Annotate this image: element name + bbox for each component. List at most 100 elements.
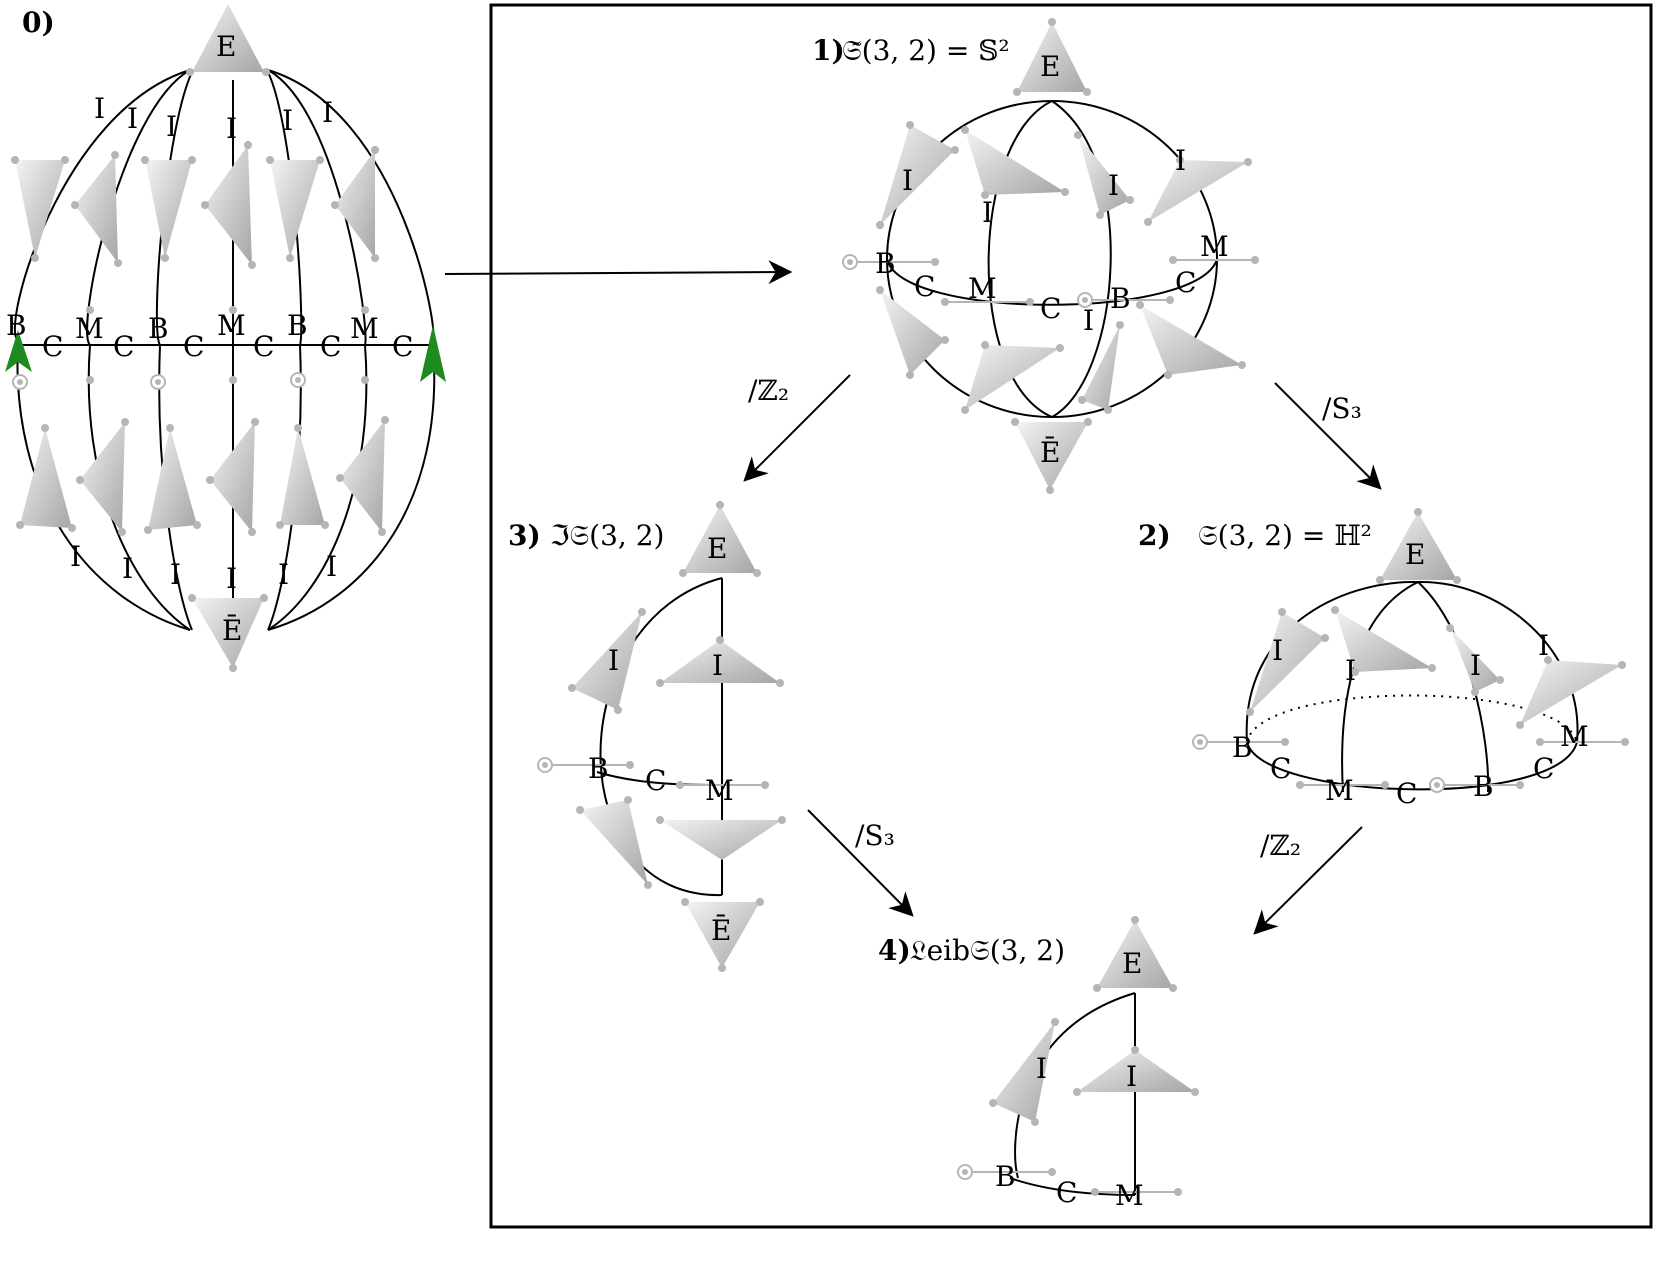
vertex-label-I: I: [1470, 649, 1481, 682]
meridian-curve: [86, 69, 191, 631]
vertex-label-C: C: [183, 330, 204, 363]
vertex-label-B: B: [995, 1160, 1016, 1193]
hemisphere-meridian: [1341, 581, 1419, 793]
panel-2-label: 2): [1138, 519, 1171, 552]
hemisphere-front-rim: [1246, 741, 1578, 791]
vertex-label-B: B: [588, 752, 609, 785]
vertex-label-I: I: [1036, 1052, 1047, 1085]
arrow-3-to-4: [807, 809, 914, 917]
vertex-label-I: I: [712, 649, 723, 682]
vertex-label-I: I: [166, 110, 177, 143]
vertex-label-M: M: [1115, 1179, 1144, 1212]
vertex-label-I: I: [608, 644, 619, 677]
arrow-1-to-2: [1274, 382, 1382, 490]
vertex-label-B: B: [6, 309, 27, 342]
vertex-label-E: E: [1040, 50, 1060, 83]
panel-1-label: 1): [812, 34, 845, 67]
vertex-label-I: I: [982, 196, 993, 229]
vertex-label-I: I: [170, 558, 181, 591]
vertex-label-C: C: [253, 330, 274, 363]
panel-1-formula: 𝔖̃(3, 2) = 𝕊²: [842, 34, 1010, 67]
panel-1: 1) 𝔖̃(3, 2) = 𝕊² E Ē I I I I B C: [812, 18, 1259, 494]
arrow-2-to-4: [1253, 826, 1363, 935]
vertex-label-M: M: [1200, 230, 1229, 263]
panel-3-label: 3): [508, 519, 541, 552]
vertex-label-Ebar: Ē: [711, 914, 731, 947]
vertex-label-M: M: [217, 309, 246, 342]
vertex-label-I: I: [1175, 144, 1186, 177]
arrow-label-z2-1-to-3: /ℤ₂: [748, 374, 789, 407]
vertex-label-I: I: [226, 112, 237, 145]
sphere-equator: [886, 258, 1218, 306]
vertex-label-I: I: [282, 104, 293, 137]
vertex-label-Ebar: Ē: [1040, 436, 1060, 469]
vertex-label-I: I: [902, 164, 913, 197]
half-sphere-outline: [599, 577, 723, 897]
equator-curve: [1009, 1177, 1136, 1196]
arrow-label-z2-2-to-4: /ℤ₂: [1260, 829, 1301, 862]
vertex-label-E: E: [707, 532, 727, 565]
panel-4-formula: 𝔏eib𝔖(3, 2): [910, 934, 1065, 967]
vertex-label-C: C: [914, 270, 935, 303]
triangle-icon: [192, 4, 264, 72]
vertex-label-C: C: [1175, 266, 1196, 299]
panel-0: 0) E Ē: [5, 4, 446, 672]
vertex-label-B: B: [287, 309, 308, 342]
vertex-label-C: C: [113, 330, 134, 363]
vertex-label-I: I: [1108, 169, 1119, 202]
vertex-label-I: I: [122, 552, 133, 585]
vertex-label-M: M: [1560, 720, 1589, 753]
green-arrow-icon: [420, 325, 446, 382]
vertex-label-I: I: [322, 96, 333, 129]
vertex-label-C: C: [1040, 292, 1061, 325]
vertex-label-B: B: [875, 247, 896, 280]
vertex-label-E: E: [1405, 538, 1425, 571]
vertex-label-E: E: [1122, 947, 1142, 980]
vertex-label-I: I: [1083, 304, 1094, 337]
vertex-label-C: C: [1056, 1176, 1077, 1209]
arrow-1-to-3: [743, 374, 851, 482]
green-arrow-icon: [5, 330, 32, 372]
panel-3-formula: ℑ𝔖(3, 2): [550, 519, 664, 552]
meridian-curve: [267, 69, 368, 631]
panel-3: 3) ℑ𝔖(3, 2) E Ē I I B C M: [508, 501, 786, 972]
vertex-label-B: B: [148, 312, 169, 345]
vertex-label-C: C: [645, 764, 666, 797]
vertex-label-I: I: [1272, 634, 1283, 667]
vertex-label-I: I: [127, 102, 138, 135]
vertex-label-I: I: [1538, 629, 1549, 662]
vertex-label-B: B: [1110, 282, 1131, 315]
vertex-label-I: I: [94, 92, 105, 125]
vertex-label-I: I: [278, 558, 289, 591]
panel-frame: [489, 3, 1653, 1229]
vertex-label-M: M: [75, 312, 104, 345]
vertex-label-C: C: [320, 330, 341, 363]
panel-2-formula: 𝔖(3, 2) = ℍ²: [1198, 519, 1372, 552]
vertex-label-M: M: [1325, 774, 1354, 807]
vertex-label-I: I: [226, 562, 237, 595]
vertex-label-C: C: [42, 330, 63, 363]
vertex-label-B: B: [1473, 770, 1494, 803]
vertex-label-B: B: [1232, 731, 1253, 764]
panel-4-label: 4): [878, 934, 911, 967]
panel-4: 4) 𝔏eib𝔖(3, 2) E I I B C M: [878, 916, 1199, 1212]
vertex-label-C: C: [392, 330, 413, 363]
arrow-label-s3-3-to-4: /S₃: [855, 819, 895, 852]
sphere-meridian: [987, 100, 1053, 418]
vertex-label-M: M: [968, 272, 997, 305]
hemisphere-back-rim: [1246, 694, 1578, 743]
vertex-label-Ebar: Ē: [222, 614, 242, 647]
vertex-label-M: M: [705, 774, 734, 807]
vertex-label-I: I: [70, 540, 81, 573]
vertex-label-C: C: [1533, 752, 1554, 785]
vertex-label-E: E: [216, 30, 236, 63]
arrow-0-to-1: [444, 260, 793, 285]
sphere-meridian: [1051, 100, 1112, 418]
vertex-label-I: I: [1126, 1060, 1137, 1093]
vertex-label-C: C: [1396, 777, 1417, 810]
panel-2: 2) 𝔖(3, 2) = ℍ² E I I I I B C M C B C M: [1138, 508, 1629, 810]
triangle-icon: [192, 598, 264, 668]
vertex-label-I: I: [1345, 654, 1356, 687]
arrow-label-s3-1-to-2: /S₃: [1322, 392, 1362, 425]
